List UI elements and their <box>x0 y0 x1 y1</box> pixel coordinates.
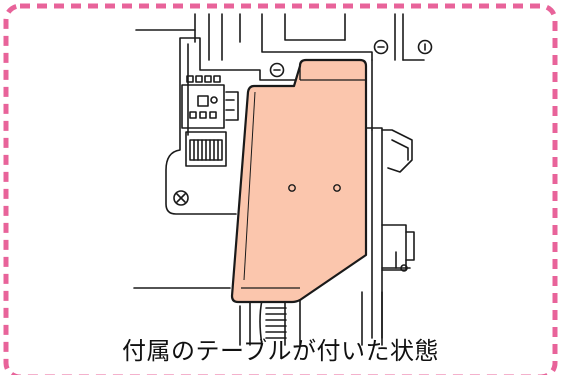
table-attachment <box>230 58 368 304</box>
hole-right <box>333 184 341 192</box>
caption-text: 付属のテーブルが付いた状態 <box>121 337 440 365</box>
dashed-frame <box>3 3 558 375</box>
hole-left <box>288 184 296 192</box>
machine-illustration <box>133 13 433 346</box>
